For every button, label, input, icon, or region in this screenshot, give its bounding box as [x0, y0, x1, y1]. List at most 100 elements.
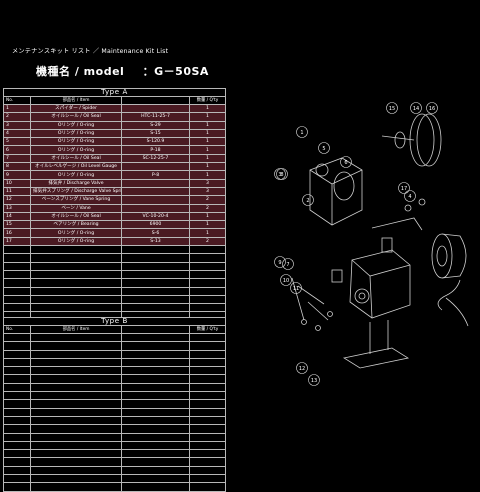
empty-cell: [3, 278, 31, 288]
cell-no: 11: [3, 186, 31, 197]
empty-row: [3, 261, 227, 271]
callout-2: 2: [302, 194, 314, 206]
callout-label: 11: [293, 286, 299, 292]
empty-cell: [30, 465, 122, 476]
col-qty-header: 数量 / Q'ty: [188, 96, 227, 105]
cell-qty: 2: [188, 195, 227, 205]
empty-row: [3, 440, 227, 451]
callout-7: 7: [282, 258, 294, 270]
cell-name: オイルシール / Oil Seal: [30, 211, 122, 222]
empty-cell: [3, 269, 31, 280]
empty-cell: [30, 245, 122, 255]
cell-name: Oリング / O-ring: [30, 137, 122, 147]
cell-no: 12: [3, 195, 31, 205]
empty-cell: [30, 303, 122, 313]
empty-cell: [188, 457, 227, 467]
cell-spec: S-29: [121, 120, 190, 130]
cell-name: 排気弁スプリング / Discharge Valve Spring: [30, 186, 122, 197]
cell-qty: 1: [188, 170, 227, 180]
cell-name: オイルシール / Oil Seal: [30, 112, 122, 122]
motor-drawing: [431, 233, 467, 311]
empty-cell: [121, 245, 190, 255]
empty-row: [3, 465, 227, 476]
cell-no: 14: [3, 211, 31, 222]
cell-spec: SC-12-25-7: [121, 153, 190, 164]
empty-cell: [30, 482, 122, 492]
empty-cell: [3, 303, 31, 313]
cell-spec: [121, 178, 190, 188]
callout-16: 16: [426, 102, 438, 114]
cell-name: Oリング / O-ring: [30, 120, 122, 130]
empty-row: [3, 349, 227, 359]
empty-cell: [121, 440, 190, 451]
cell-qty: 1: [188, 228, 227, 238]
empty-cell: [188, 465, 227, 476]
cell-no: 2: [3, 112, 31, 122]
cell-spec: [121, 203, 190, 213]
cell-no: 7: [3, 153, 31, 164]
cell-name: ベーン / Vane: [30, 203, 122, 213]
empty-cell: [30, 374, 122, 384]
empty-cell: [3, 261, 31, 271]
model-value: ：G－50SA: [142, 65, 209, 78]
empty-cell: [3, 407, 31, 417]
empty-cell: [3, 253, 31, 263]
cell-spec: P-8: [121, 170, 190, 180]
cell-spec: VC-10-20-4: [121, 211, 190, 222]
empty-cell: [188, 449, 227, 459]
cell-name: オイルシール / Oil Seal: [30, 153, 122, 164]
cell-qty: 1: [188, 112, 227, 122]
empty-row: [3, 332, 227, 343]
empty-row: [3, 245, 227, 255]
empty-cell: [3, 415, 31, 426]
empty-cell: [121, 357, 190, 368]
callout-label: 13: [311, 378, 317, 384]
cell-qty: 1: [188, 128, 227, 139]
empty-row: [3, 391, 227, 401]
empty-cell: [188, 278, 227, 288]
empty-cell: [121, 457, 190, 467]
empty-cell: [188, 286, 227, 296]
callout-label: 16: [429, 106, 435, 112]
col-no-header: No.: [3, 325, 31, 334]
empty-row: [3, 432, 227, 442]
col-spec-header: [121, 325, 190, 334]
empty-row: [3, 424, 227, 434]
model-line: 機種名 / model ：G－50SA: [36, 63, 209, 79]
empty-cell: [188, 482, 227, 492]
empty-cell: [121, 415, 190, 426]
empty-cell: [188, 424, 227, 434]
callout-label: 7: [286, 262, 289, 268]
cell-no: 9: [3, 170, 31, 180]
cell-qty: 1: [188, 153, 227, 164]
callout-5: 5: [318, 142, 330, 154]
cell-no: 10: [3, 178, 31, 188]
cell-no: 3: [3, 120, 31, 130]
cell-name: ベアリング / Bearing: [30, 220, 122, 230]
callout-1: 1: [296, 126, 308, 138]
cell-no: 6: [3, 145, 31, 155]
callout-3: 3: [274, 168, 286, 180]
empty-row: [3, 357, 227, 368]
cell-qty: 1: [188, 145, 227, 155]
callout-label: 4: [408, 194, 411, 200]
empty-cell: [121, 261, 190, 271]
callout-label: 1: [300, 130, 303, 136]
cell-no: 5: [3, 137, 31, 147]
empty-cell: [30, 349, 122, 359]
empty-row: [3, 449, 227, 459]
cell-no: 16: [3, 228, 31, 238]
empty-cell: [121, 278, 190, 288]
page-header: メンテナンスキット リスト ／ Maintenance Kit List: [12, 48, 169, 55]
empty-row: [3, 341, 227, 351]
callout-label: 12: [299, 366, 305, 372]
empty-cell: [30, 474, 122, 484]
empty-cell: [121, 269, 190, 280]
empty-cell: [30, 261, 122, 271]
